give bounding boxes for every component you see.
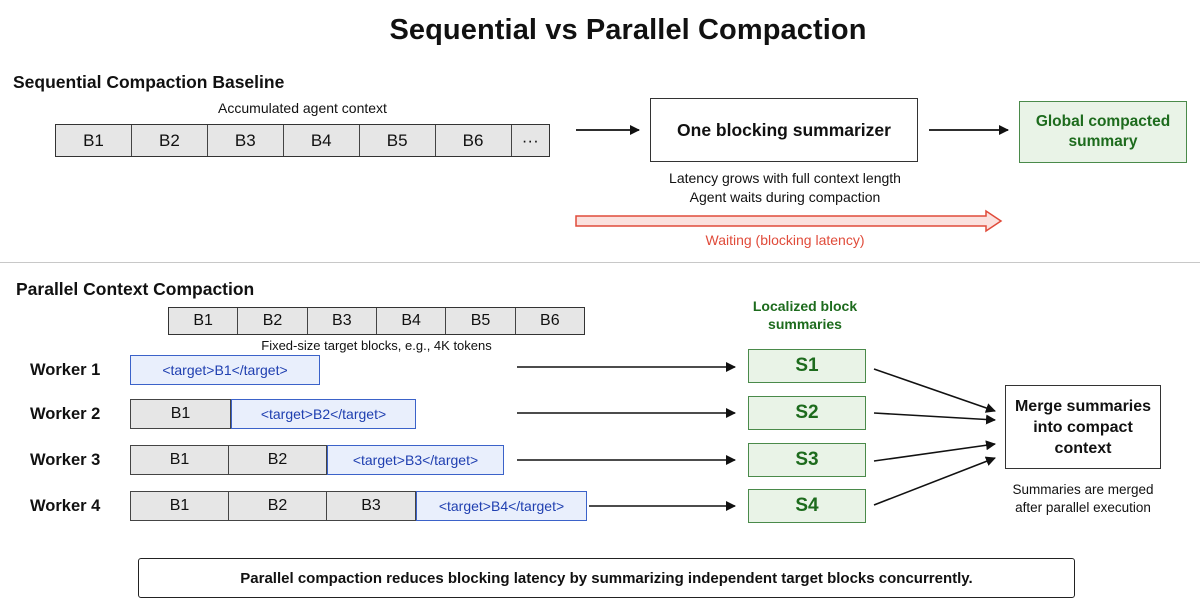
worker-4-prefix-block: B3 [327, 491, 416, 521]
summary-s1: S1 [748, 349, 866, 383]
summaries-heading-line-2: summaries [768, 316, 842, 332]
worker-4-label: Worker 4 [30, 497, 101, 515]
target-block: B5 [446, 308, 516, 334]
worker-4-target: <target>B4</target> [416, 491, 587, 521]
context-block: B6 [436, 125, 512, 156]
worker-2-prefix-block: B1 [130, 399, 231, 429]
sequential-context-strip: B1 B2 B3 B4 B5 B6 ··· [55, 124, 550, 157]
context-block: B1 [56, 125, 132, 156]
page-title: Sequential vs Parallel Compaction [389, 14, 867, 46]
waiting-arrow [575, 209, 1003, 233]
waiting-label: Waiting (blocking latency) [705, 232, 865, 248]
sequential-heading: Sequential Compaction Baseline [13, 72, 285, 92]
arrow-s3-to-merge [873, 440, 996, 462]
worker-3-target: <target>B3</target> [327, 445, 504, 475]
target-block: B6 [540, 312, 560, 329]
summaries-heading-line-1: Localized block [752, 298, 858, 314]
worker-2-context: B1 <target>B2</target> [130, 399, 416, 429]
worker-2-label: Worker 2 [30, 405, 101, 423]
worker-3-prefix-block: B1 [130, 445, 229, 475]
summary-s4: S4 [748, 489, 866, 523]
context-block-ellipsis: ··· [521, 130, 539, 150]
global-summary-box: Global compacted summary [1019, 101, 1187, 163]
latency-note-2: Agent waits during compaction [689, 189, 881, 205]
merge-note-line-1: Summaries are merged [1012, 482, 1154, 497]
merge-line-2: into compact [1033, 418, 1133, 436]
worker-1-label: Worker 1 [30, 361, 101, 379]
worker-3-context: B1 B2 <target>B3</target> [130, 445, 504, 475]
merge-line-3: context [1054, 439, 1112, 457]
blocking-summarizer-box: One blocking summarizer [650, 98, 918, 162]
worker-3-label: Worker 3 [30, 451, 101, 469]
context-block: B4 [284, 125, 360, 156]
global-summary-label: Global compacted summary [1035, 113, 1171, 150]
context-block: B5 [360, 125, 436, 156]
target-block: B3 [308, 308, 377, 334]
summary-s3: S3 [748, 443, 866, 477]
blocks-caption: Fixed-size target blocks, e.g., 4K token… [261, 338, 492, 353]
parallel-target-strip: B1 B2 B3 B4 B5 B6 [168, 307, 585, 335]
worker-3-prefix-block: B2 [229, 445, 327, 475]
worker-4-prefix-block: B1 [130, 491, 229, 521]
parallel-heading: Parallel Context Compaction [16, 279, 255, 299]
merge-line-1: Merge summaries [1014, 397, 1152, 415]
arrow-s2-to-merge [873, 412, 996, 425]
arrow-s4-to-merge [873, 456, 996, 506]
merge-note-line-2: after parallel execution [1015, 500, 1151, 515]
worker-1-context: <target>B1</target> [130, 355, 320, 385]
worker-4-context: B1 B2 B3 <target>B4</target> [130, 491, 587, 521]
footer-summary: Parallel compaction reduces blocking lat… [138, 558, 1075, 598]
section-divider [0, 262, 1200, 263]
worker-2-target: <target>B2</target> [231, 399, 416, 429]
context-block: B2 [132, 125, 208, 156]
summary-s2: S2 [748, 396, 866, 430]
target-block: B1 [169, 308, 239, 334]
worker-1-target: <target>B1</target> [130, 355, 320, 385]
target-block: B2 [238, 308, 308, 334]
merge-note: Summaries are merged after parallel exec… [995, 481, 1171, 517]
arrow-s1-to-merge [873, 368, 996, 413]
target-block: B4 [377, 308, 447, 334]
context-block: B3 [208, 125, 284, 156]
merge-summaries-box: Merge summaries into compact context [1005, 385, 1161, 469]
summaries-heading: Localized block summaries [730, 297, 880, 333]
worker-4-prefix-block: B2 [229, 491, 327, 521]
latency-note-1: Latency grows with full context length [669, 170, 901, 186]
context-caption: Accumulated agent context [218, 100, 387, 116]
